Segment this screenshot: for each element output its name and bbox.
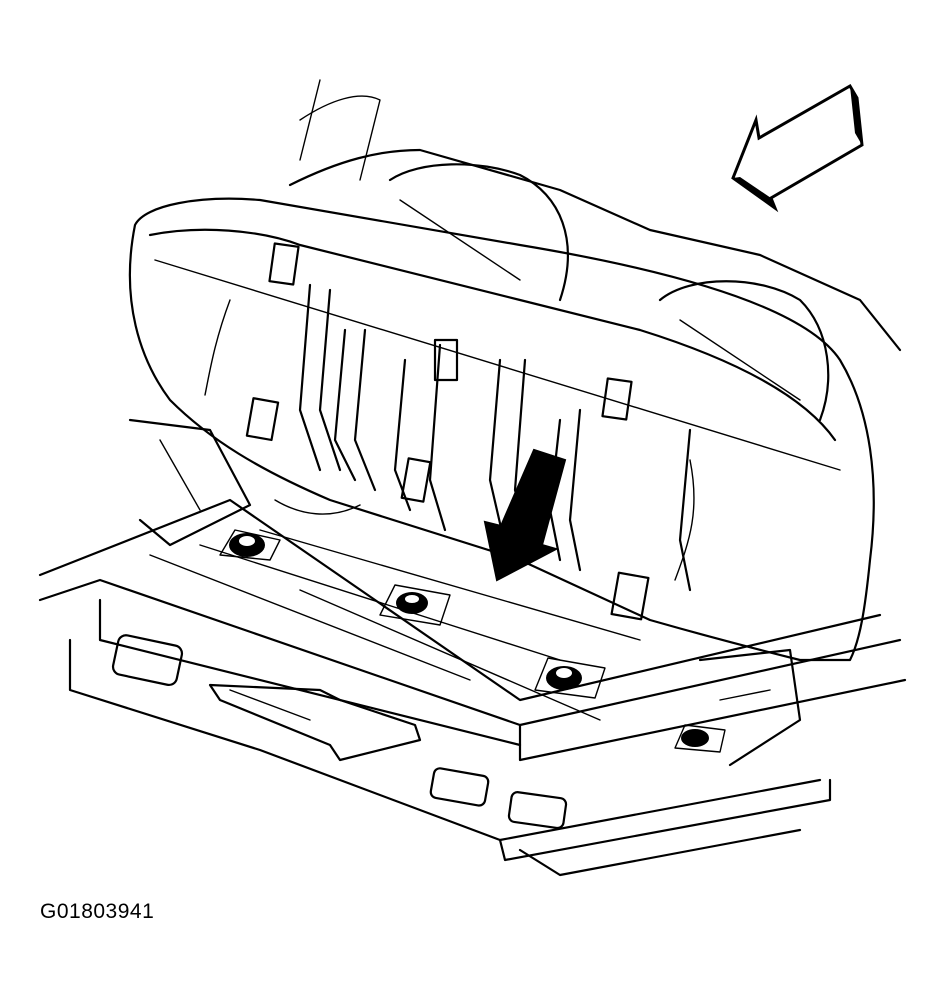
anchor-bolt-far-right [674, 724, 726, 753]
seat-removal-illustration [38, 79, 907, 877]
pointer-arrow [483, 448, 567, 582]
anchor-bolt-left [219, 529, 281, 561]
floor-pan [38, 418, 907, 877]
anchor-bolt-right [534, 657, 606, 699]
anchor-bolt-center [379, 584, 451, 626]
view-direction-arrow [731, 83, 864, 213]
figure-id: G01803941 [40, 900, 155, 923]
